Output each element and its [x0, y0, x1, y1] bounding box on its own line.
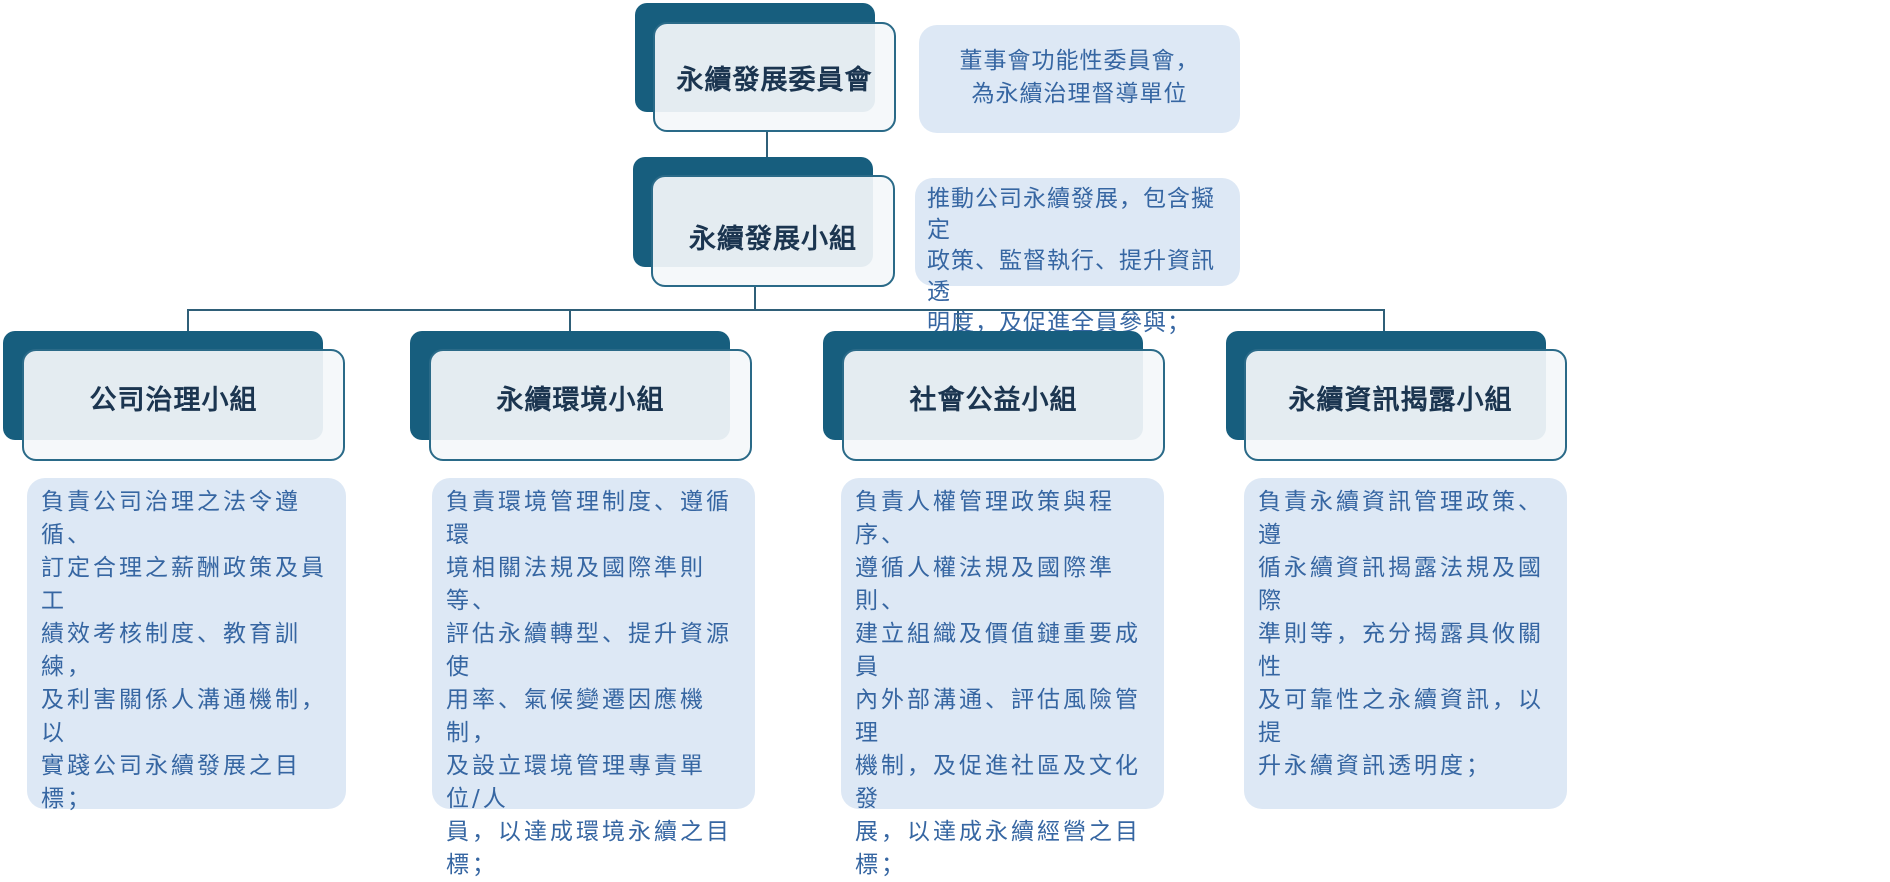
connector-group-1 — [187, 309, 189, 331]
taskforce-title: 永續發展小組 — [689, 223, 857, 255]
taskforce-description: 推動公司永續發展，包含擬定 政策、監督執行、提升資訊透 明度，及促進全員參與； — [915, 178, 1240, 336]
taskforce-node: 永續發展小組 — [651, 175, 895, 287]
connector-committee-taskforce — [766, 131, 768, 157]
connector-group-4 — [1383, 309, 1385, 331]
group-description: 負責永續資訊管理政策、遵 循永續資訊揭露法規及國際 準則等，充分揭露具攸關性 及… — [1244, 478, 1567, 809]
group-description: 負責人權管理政策與程序、 遵循人權法規及國際準則、 建立組織及價值鏈重要成員 內… — [841, 478, 1164, 878]
group-node-1: 公司治理小組 — [22, 349, 345, 461]
group-description: 負責環境管理制度、遵循環 境相關法規及國際準則等、 評估永續轉型、提升資源使 用… — [432, 478, 755, 878]
group-title: 公司治理小組 — [89, 384, 258, 416]
connector-group-2 — [569, 309, 571, 331]
group-title: 永續環境小組 — [496, 384, 665, 416]
group-node-4: 永續資訊揭露小組 — [1244, 349, 1567, 461]
connector-horizontal — [187, 309, 1385, 311]
committee-title: 永續發展委員會 — [676, 64, 873, 96]
committee-node: 永續發展委員會 — [653, 22, 896, 132]
connector-group-3 — [957, 309, 959, 331]
group-title: 社會公益小組 — [909, 384, 1078, 416]
group-node-2: 永續環境小組 — [429, 349, 752, 461]
connector-taskforce-down — [754, 286, 756, 310]
group-node-3: 社會公益小組 — [842, 349, 1165, 461]
committee-description: 董事會功能性委員會， 為永續治理督導單位 — [919, 25, 1240, 133]
group-description: 負責公司治理之法令遵循、 訂定合理之薪酬政策及員工 績效考核制度、教育訓練， 及… — [27, 478, 346, 812]
group-title: 永續資訊揭露小組 — [1288, 384, 1513, 416]
